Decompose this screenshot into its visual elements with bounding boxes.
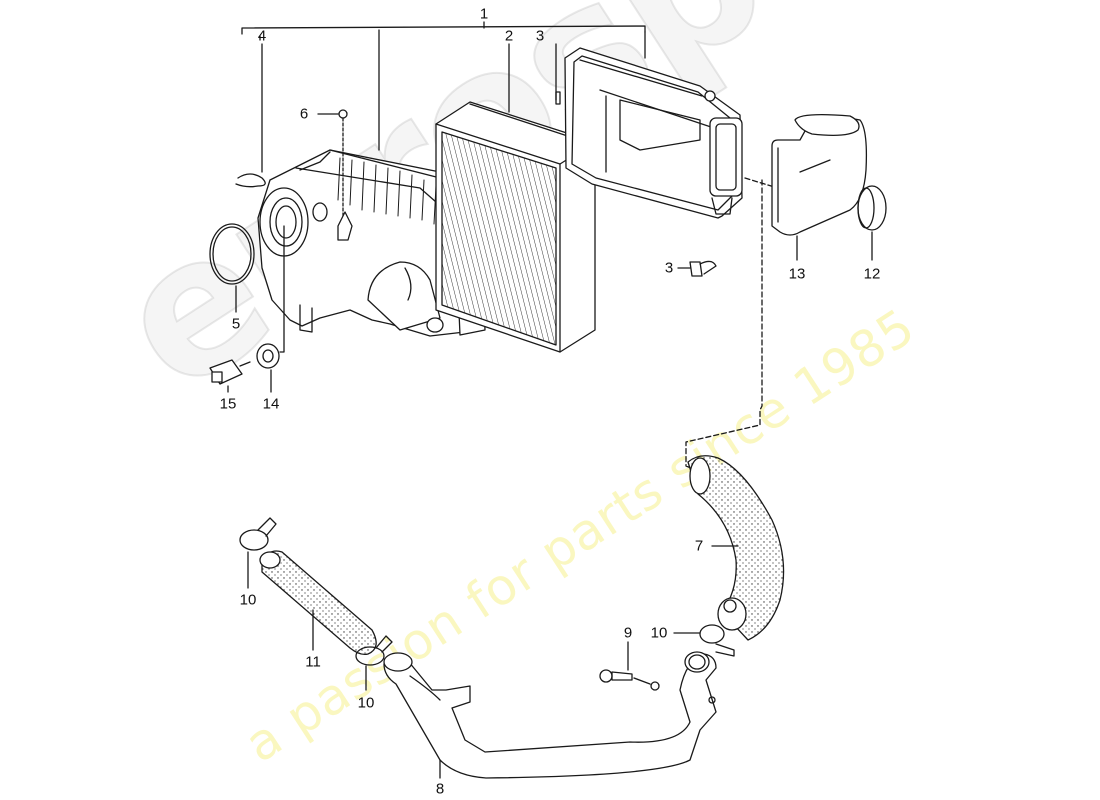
intake-hose: [687, 455, 785, 641]
callout-8: 8: [435, 780, 445, 798]
callout-2: 2: [504, 27, 514, 45]
callout-9: 9: [623, 624, 633, 642]
callout-5: 5: [231, 315, 241, 333]
callout-12: 12: [863, 265, 881, 283]
callout-3-upper: 3: [535, 27, 545, 45]
callout-11: 11: [305, 653, 321, 671]
callout-13: 13: [788, 265, 806, 283]
callout-15: 15: [219, 395, 237, 413]
callout-3-lower: 3: [664, 259, 674, 277]
callout-10-right: 10: [650, 624, 668, 642]
filter-element: [435, 101, 596, 353]
callout-1: 1: [479, 5, 489, 23]
air-duct: [771, 114, 868, 261]
upper-housing: [555, 47, 743, 219]
callout-14: 14: [262, 395, 280, 413]
callout-10-middle: 10: [357, 694, 375, 712]
assembly-bracket: [241, 21, 646, 173]
intake-pipe: [383, 651, 717, 779]
callout-10-top-left: 10: [239, 591, 257, 609]
callout-4: 4: [257, 27, 267, 45]
callout-7: 7: [694, 537, 704, 555]
callout-6: 6: [299, 105, 309, 123]
